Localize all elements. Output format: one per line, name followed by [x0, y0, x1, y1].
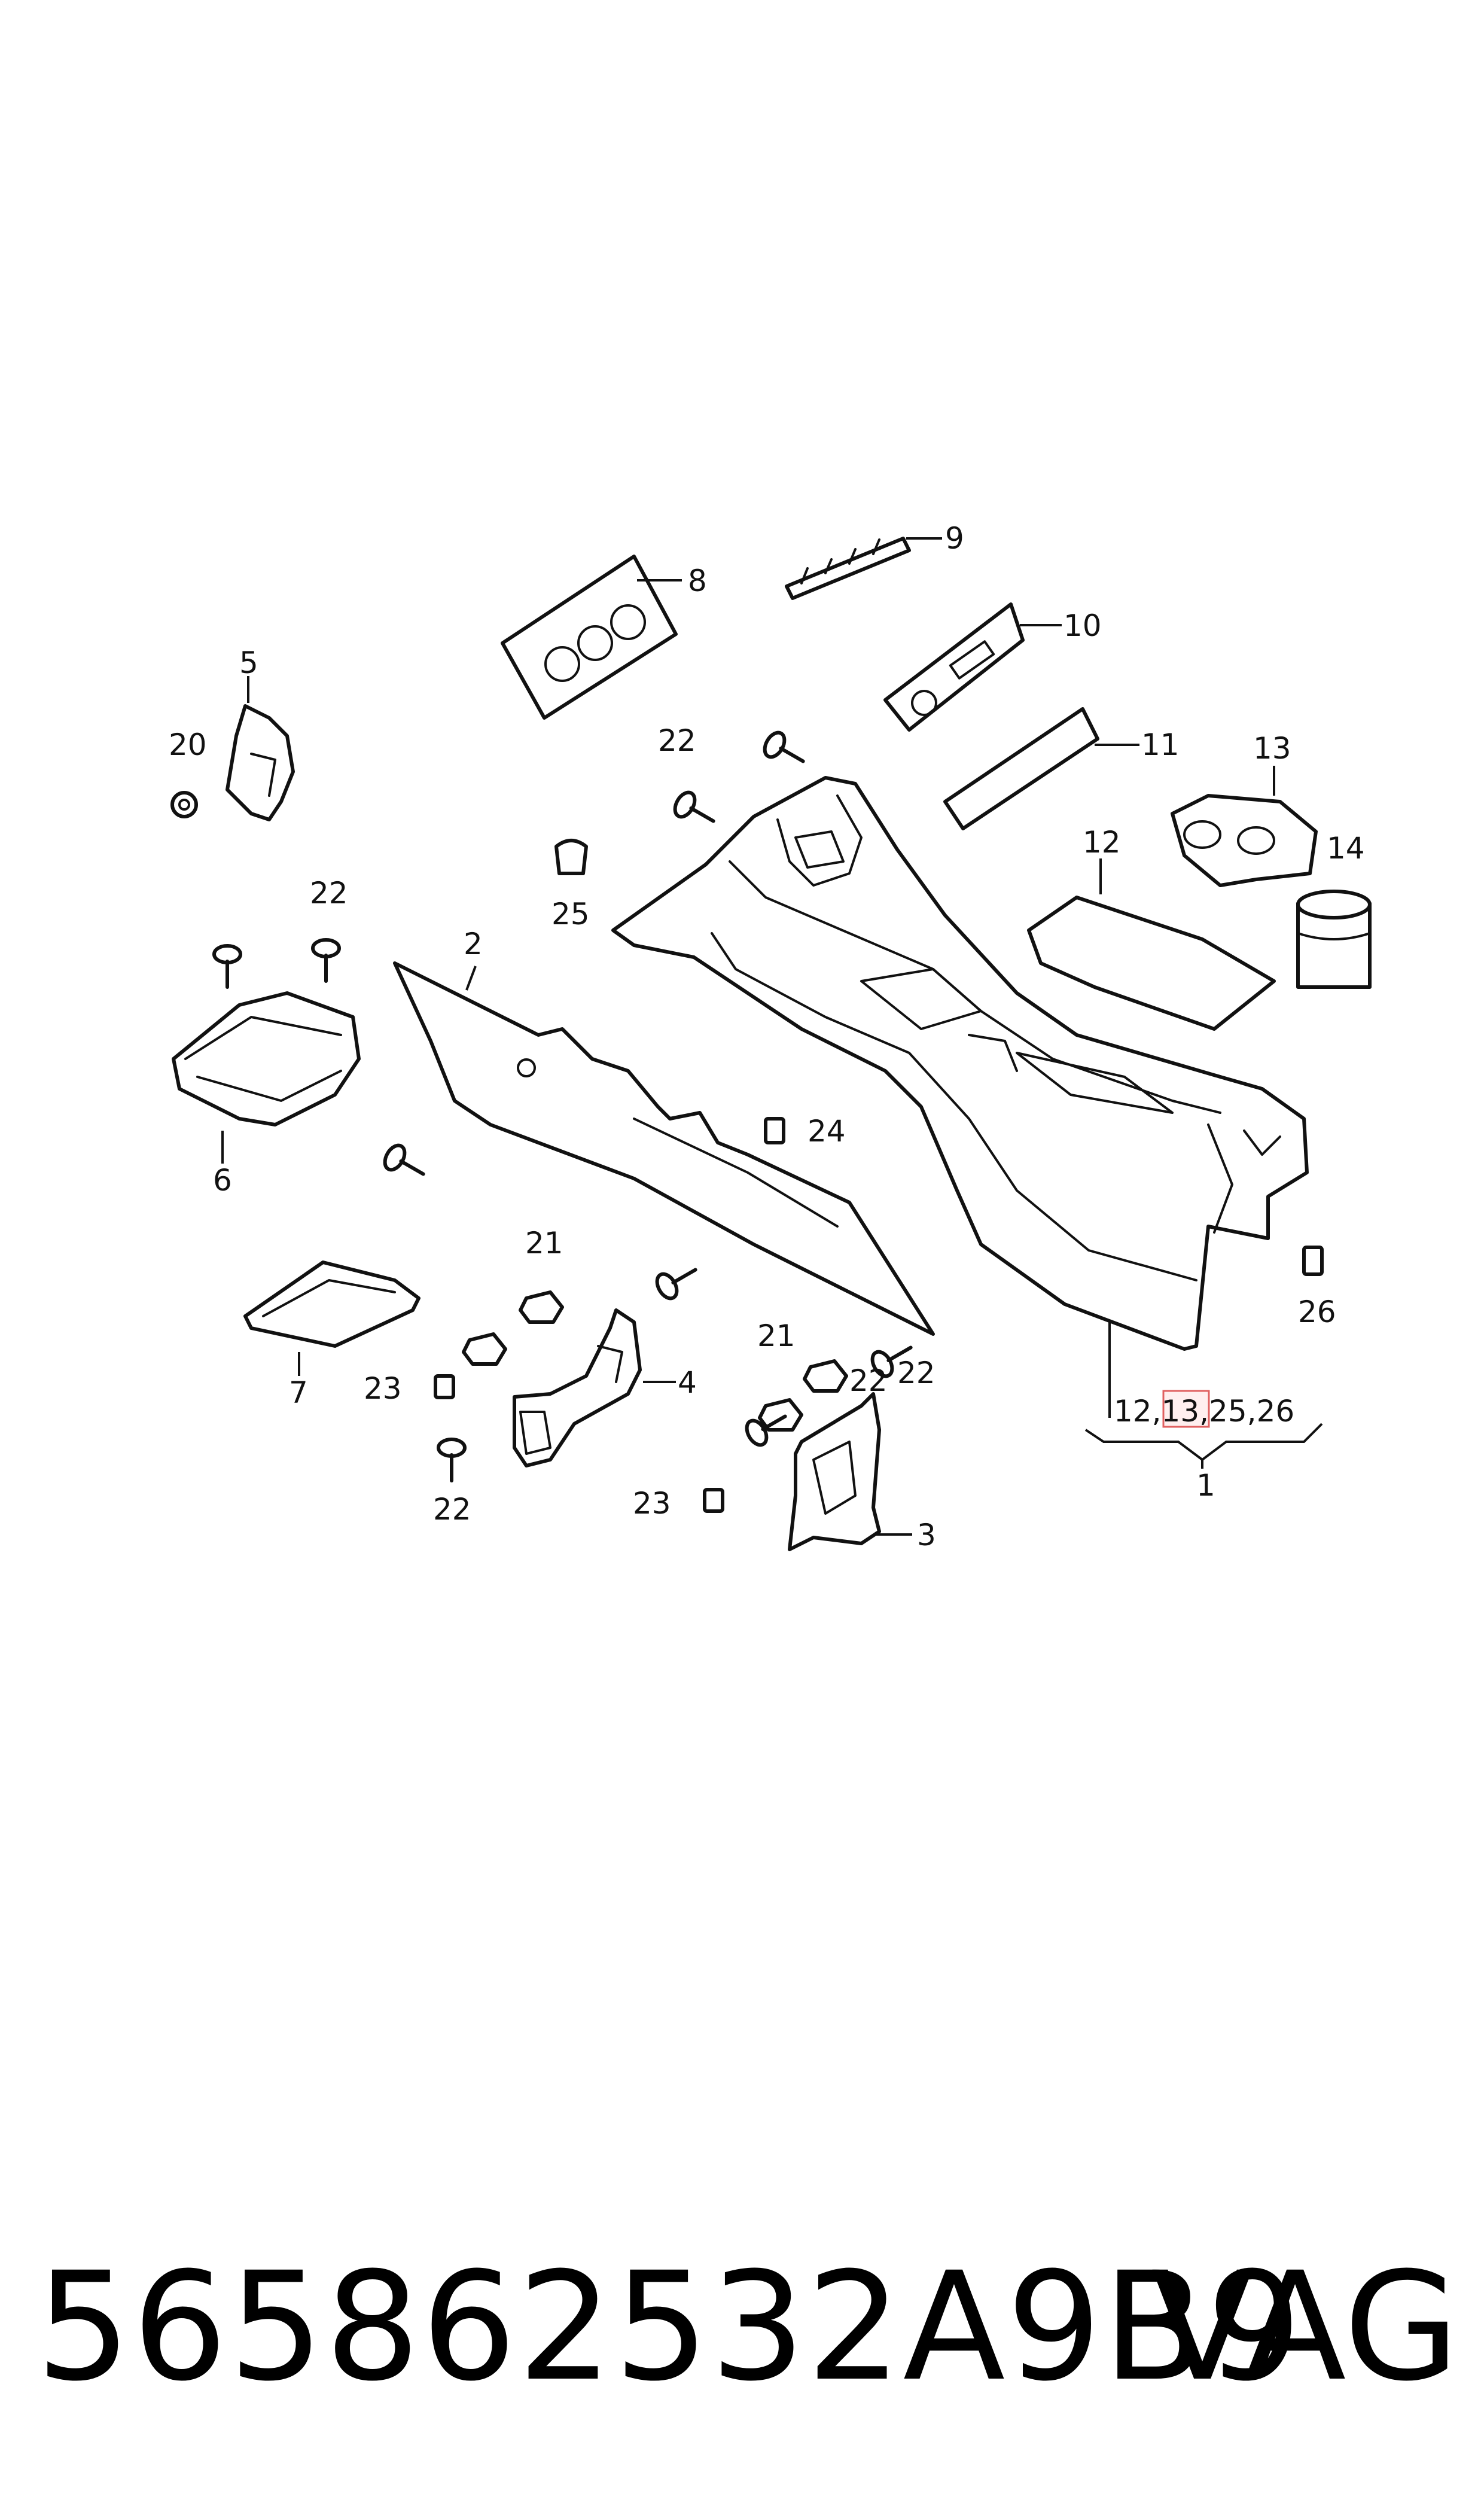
brand-name: VAG: [1151, 2240, 1459, 2414]
part-26-clip: [1302, 1246, 1324, 1276]
part-12-mat: [1027, 858, 1276, 1031]
callout-11: 11: [1141, 727, 1180, 762]
callout-22c: 22: [897, 1356, 936, 1390]
callout-14: 14: [1327, 831, 1365, 866]
part-20-nut: [170, 791, 198, 818]
part-5-side-bracket: [226, 676, 295, 821]
callout-21a: 21: [525, 1226, 563, 1260]
part-9-switch-strip: [785, 537, 942, 600]
part-25-plug: [554, 839, 588, 875]
group-label: 12,13,25,26: [1114, 1394, 1294, 1429]
callout-8: 8: [688, 564, 707, 598]
part-13-cup-holder: [1171, 766, 1318, 887]
part-23-clip: [434, 1374, 724, 1513]
highlight-box-13: [1162, 1390, 1210, 1428]
group-label-part-c: ,25,26: [1199, 1394, 1294, 1429]
callout-4: 4: [678, 1365, 697, 1400]
part-10-switch-panel: [883, 602, 1062, 732]
part-21-nut: [462, 1290, 848, 1432]
part-3-rear-bracket: [788, 1392, 912, 1551]
group-label-part-b: 13: [1162, 1394, 1200, 1429]
part-14-cup: [1296, 890, 1372, 989]
callout-22e: 22: [849, 1363, 888, 1398]
part-number: 565862532A9B9: [36, 2240, 1303, 2414]
callout-1: 1: [1196, 1468, 1215, 1503]
part-22-screw: [212, 730, 913, 1482]
callout-9: 9: [945, 521, 964, 556]
footer: 565862532A9B9 VAG: [36, 2237, 1459, 2417]
callout-10: 10: [1064, 608, 1102, 643]
callout-12: 12: [1083, 825, 1121, 860]
callout-2: 2: [464, 927, 483, 961]
group-label-part-a: 12,: [1114, 1394, 1162, 1429]
part-4-front-bracket: [513, 1308, 676, 1467]
part-24-clip: [764, 1117, 785, 1144]
callout-7: 7: [289, 1375, 308, 1410]
callout-22b: 22: [658, 723, 696, 758]
part-7-tray: [243, 1260, 420, 1376]
callout-22a: 22: [310, 876, 348, 911]
callout-20: 20: [169, 727, 207, 762]
part-2-side-trim: [393, 961, 935, 1336]
callout-25: 25: [551, 897, 590, 931]
callout-23a: 23: [364, 1371, 402, 1406]
callout-5: 5: [239, 646, 258, 680]
part-11-trim-strip: [943, 707, 1139, 830]
callout-21b: 21: [757, 1319, 796, 1353]
part-1-center-console: [611, 776, 1309, 1418]
callout-24: 24: [807, 1114, 846, 1149]
group-bracket: [1084, 1423, 1323, 1469]
callout-22d: 22: [433, 1492, 471, 1527]
callout-6: 6: [213, 1163, 232, 1198]
callout-13: 13: [1253, 731, 1291, 766]
callout-3: 3: [917, 1518, 936, 1552]
part-8-control-panel: [501, 555, 682, 720]
part-6-storage-box: [172, 991, 361, 1164]
callout-23b: 23: [633, 1486, 671, 1521]
callout-26: 26: [1298, 1295, 1336, 1329]
